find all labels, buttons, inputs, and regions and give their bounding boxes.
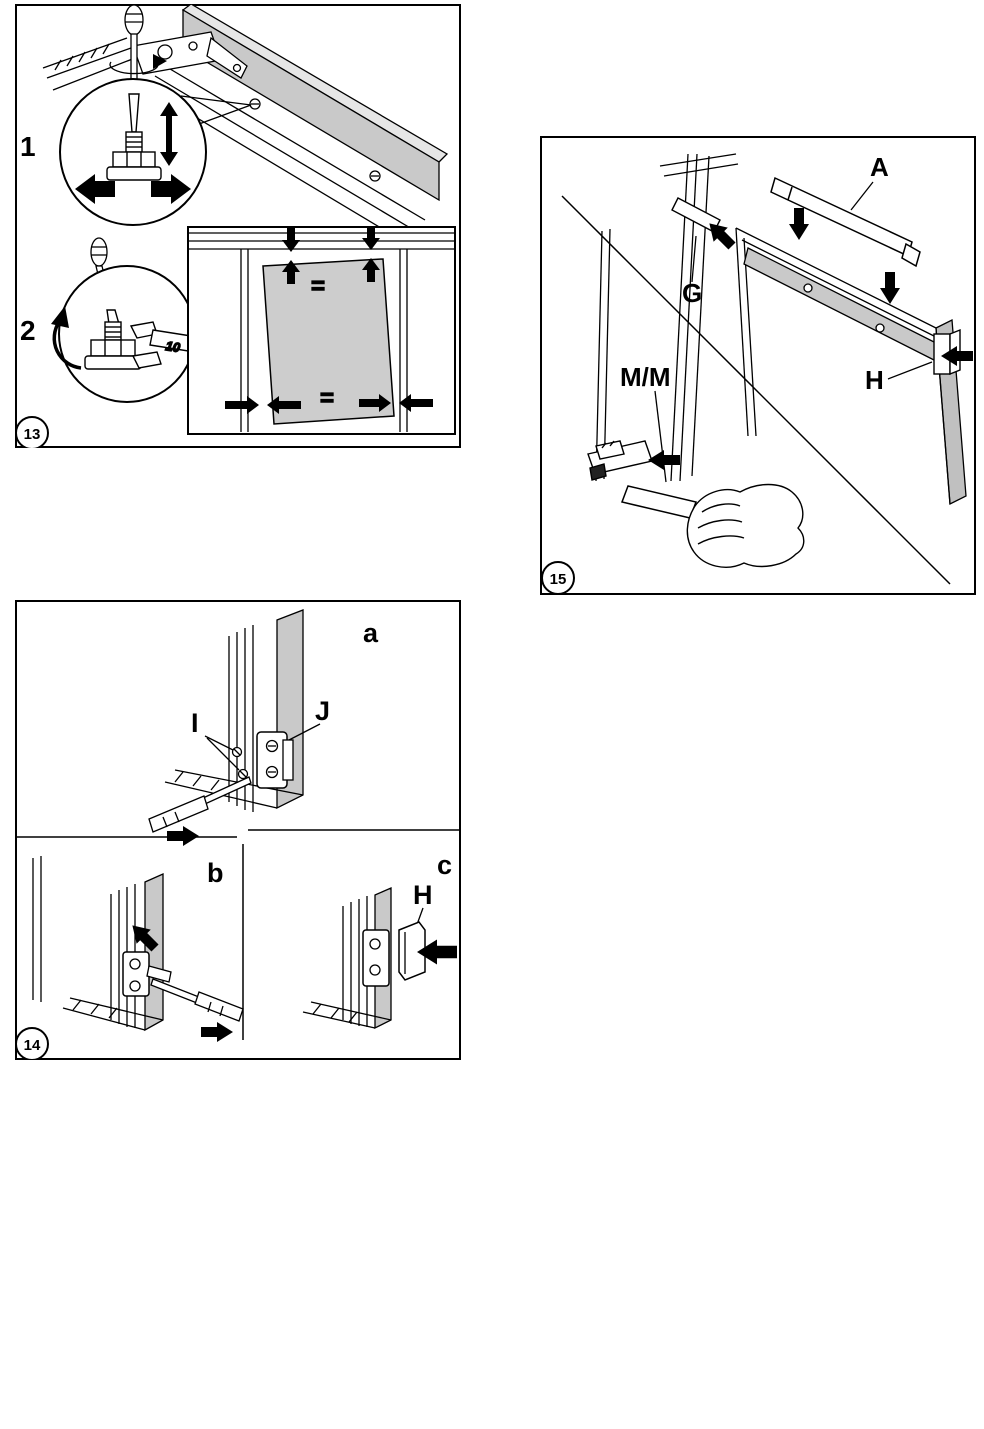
figure-14-border [15, 600, 461, 1060]
rail-front-face [182, 8, 440, 202]
door-illustration [735, 227, 967, 506]
svg-text:15: 15 [550, 571, 567, 588]
door-screw [249, 98, 381, 182]
svg-text:14: 14 [24, 1037, 41, 1054]
svg-text:13: 13 [24, 426, 41, 443]
loosen-arrow [52, 321, 82, 370]
part-H-cover [398, 921, 426, 981]
step-1-label: 1 [20, 131, 36, 162]
label-H: H [413, 880, 433, 910]
step-2-label: 2 [20, 315, 36, 346]
sub-a-illustration [148, 609, 304, 833]
figure-13-badge: 13 [15, 416, 49, 448]
detail-circle-lock-nut [51, 265, 196, 403]
equal-gap-symbol-top: = [311, 273, 325, 300]
rotate-arrow [109, 61, 159, 75]
wrench-size-label: 10 [165, 338, 182, 355]
part-H-label: H [865, 365, 884, 395]
hand-illustration [686, 483, 805, 568]
figure-14-drawing: a I J [15, 600, 461, 1060]
cabinet-frame [595, 153, 739, 482]
screwdriver-icon [109, 4, 167, 95]
screwdriver-icon [150, 978, 244, 1022]
label-J: J [315, 696, 330, 726]
figure-15-border [540, 136, 976, 595]
sub-a-label: a [363, 618, 379, 648]
door-top-rail [743, 247, 939, 361]
adjustable-foot [84, 355, 142, 370]
alignment-inset: = = [187, 226, 456, 435]
part-A-leader [850, 181, 874, 211]
vertical-adjust-arrow [160, 102, 178, 166]
figure-15-badge: 15 [541, 561, 575, 595]
figure-13-drawing: 1 2 [15, 4, 461, 448]
adjustable-foot [106, 166, 162, 181]
move-left-arrow [75, 174, 115, 204]
screwdriver-icon [148, 776, 252, 833]
figure-15-drawing: A G H M/M 15 [540, 136, 976, 595]
rail-screw [803, 283, 813, 293]
door-panel [262, 258, 395, 425]
sub-c-illustration [302, 887, 426, 1030]
sub-b-illustration [32, 856, 244, 1032]
hex-lock-nut [90, 339, 136, 357]
latch-illustration [587, 440, 653, 481]
part-H-leader [887, 361, 933, 380]
part-MM-label: M/M [620, 362, 671, 392]
hinge-plate [362, 929, 390, 987]
equal-gap-symbol-bottom: = [320, 385, 334, 412]
hex-nut [112, 151, 156, 168]
figure-14-badge: 14 [15, 1027, 49, 1060]
sub-c-label: c [437, 850, 452, 880]
divider-diagonal [561, 195, 951, 585]
gap-arrows [225, 226, 433, 414]
figure-13-panel: 1 2 [15, 4, 461, 448]
label-I: I [191, 708, 199, 738]
push-right-arrow [201, 1022, 233, 1042]
rail-top-face [181, 4, 449, 163]
part-A-label: A [870, 152, 889, 182]
move-right-arrow [151, 174, 191, 204]
part-MM-leader [654, 390, 667, 483]
part-MM-key [620, 485, 698, 519]
sub-b-label: b [207, 858, 224, 888]
figure-14-panel: a I J [15, 600, 461, 1060]
push-right-arrow [167, 826, 199, 846]
part-G-leader [691, 235, 697, 283]
part-G-label: G [682, 278, 702, 308]
figure-13-border [15, 4, 461, 448]
detail-circle-height-adjust [59, 78, 207, 226]
figure-15-panel: A G H M/M 15 [540, 136, 976, 595]
rail-screw [875, 323, 885, 333]
part-A-rail [770, 176, 921, 268]
